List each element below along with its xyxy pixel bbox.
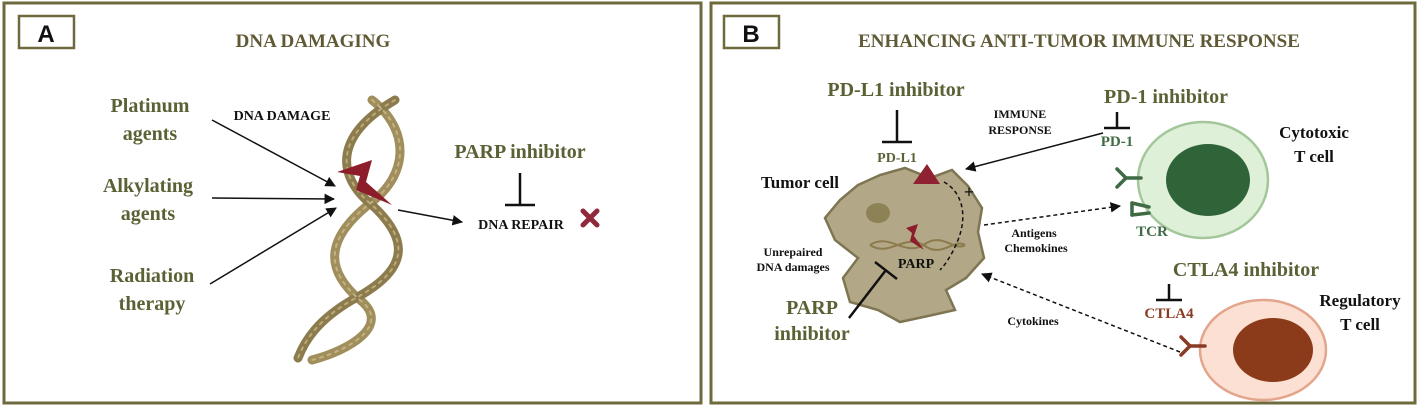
- agent-3-line2: therapy: [119, 293, 186, 315]
- panel-a-tag: A: [37, 21, 54, 48]
- ctla4-inhibition-tbar: [1156, 284, 1182, 302]
- tumor-cell-label: Tumor cell: [761, 173, 839, 192]
- agent-1-line2: agents: [123, 123, 178, 145]
- unrepaired-line1: Unrepaired: [764, 245, 823, 259]
- arrow-platinum: [211, 119, 336, 187]
- antigens-label: Antigens: [1011, 226, 1057, 240]
- parp-label-b: PARP: [898, 257, 935, 272]
- chemokines-label: Chemokines: [1004, 241, 1068, 255]
- pdl1-inhibitor-label: PD-L1 inhibitor: [827, 79, 964, 101]
- panel-a: A DNA DAMAGING Platinum agents Alkylatin…: [2, 1, 703, 405]
- panel-b-title: ENHANCING ANTI-TUMOR IMMUNE RESPONSE: [858, 31, 1300, 52]
- dna-helix: [293, 95, 405, 365]
- cytokines-label: Cytokines: [1007, 314, 1059, 328]
- cytotoxic-label-line2: T cell: [1294, 147, 1334, 166]
- parp-inhibitor-b-line2: inhibitor: [774, 323, 850, 345]
- parp-inhibitor-label-a: PARP inhibitor: [454, 141, 585, 163]
- pd1-label: PD-1: [1101, 134, 1134, 150]
- regulatory-label-line2: T cell: [1340, 315, 1380, 334]
- panel-a-tag-box: [17, 14, 76, 50]
- tumor-dna-strand-2: [869, 240, 966, 251]
- agent-1-line1: Platinum: [111, 95, 190, 117]
- pdl1-inhibition-tbar: [882, 110, 912, 144]
- parp-inhibition-tbar: [505, 173, 535, 207]
- parp-inhibition-tbar-b: [848, 261, 898, 319]
- dna-damage-label: DNA DAMAGE: [234, 109, 331, 124]
- panel-a-frame: [2, 1, 703, 405]
- agent-2-line2: agents: [121, 203, 176, 225]
- agent-2-line1: Alkylating: [103, 175, 193, 197]
- immune-response-arrow: [964, 132, 1104, 172]
- antigens-arrow: [983, 202, 1122, 226]
- ctla4-label: CTLA4: [1144, 306, 1194, 322]
- ctla4-receptor-icon: [1179, 335, 1207, 357]
- pdl1-triangle-icon: [913, 164, 940, 184]
- cytotoxic-label-line1: Cytotoxic: [1279, 123, 1349, 142]
- tumor-cell-shape: [823, 166, 986, 324]
- immune-response-line2: RESPONSE: [988, 123, 1051, 137]
- arrow-to-dna-repair: [397, 209, 464, 226]
- ctla4-inhibitor-label: CTLA4 inhibitor: [1173, 259, 1319, 281]
- pd1-receptor-icon: [1115, 167, 1143, 189]
- plus-sign: +: [964, 182, 974, 202]
- blocked-cross-icon: [580, 208, 600, 228]
- pd1-inhibitor-label: PD-1 inhibitor: [1104, 86, 1228, 108]
- dna-strand-2-texture: [297, 99, 400, 359]
- dna-repair-label: DNA REPAIR: [478, 218, 565, 233]
- pd1-inhibition-tbar: [1104, 112, 1130, 130]
- pdl1-dashed-link: [939, 181, 964, 271]
- regulatory-label-line1: Regulatory: [1319, 291, 1401, 310]
- arrow-radiation: [209, 207, 337, 285]
- pdl1-label: PD-L1: [877, 151, 917, 166]
- panel-a-title: DNA DAMAGING: [236, 31, 391, 52]
- regulatory-t-cell-nucleus: [1233, 318, 1313, 382]
- tcr-label: TCR: [1136, 224, 1168, 240]
- arrow-alkylating: [211, 193, 336, 205]
- unrepaired-line2: DNA damages: [756, 260, 829, 274]
- parp-inhibitor-b-line1: PARP: [786, 297, 838, 319]
- tcr-receptor-icon: [1130, 201, 1151, 217]
- agent-3-line1: Radiation: [110, 265, 194, 287]
- panel-b: B ENHANCING ANTI-TUMOR IMMUNE RESPONSE T…: [709, 1, 1417, 405]
- dna-damage-bolt-icon: [337, 160, 392, 205]
- immune-response-line1: IMMUNE: [994, 107, 1047, 121]
- panel-b-tag-box: [722, 14, 781, 50]
- cytotoxic-t-cell-nucleus: [1166, 144, 1250, 216]
- panel-b-tag: B: [742, 21, 759, 48]
- tumor-nucleus: [866, 203, 890, 223]
- cytokines-arrow: [981, 272, 1181, 353]
- dna-strand-1-texture: [311, 99, 401, 361]
- tumor-bolt-icon: [906, 224, 924, 250]
